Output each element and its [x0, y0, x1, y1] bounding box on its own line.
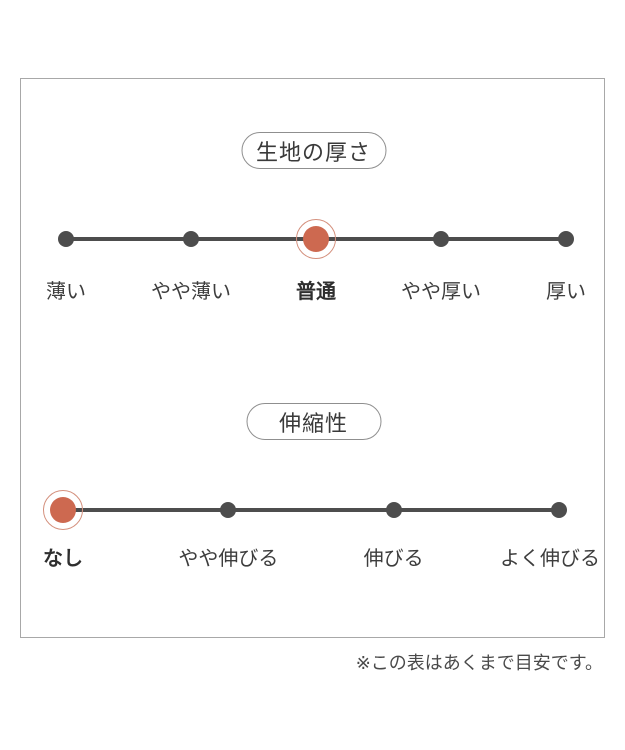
fabric-thickness-title-pill: 生地の厚さ [240, 132, 387, 169]
category-label: やや厚い [401, 279, 481, 303]
category-label: やや薄い [151, 279, 231, 303]
disclaimer-note: ※この表はあくまで目安です。 [355, 653, 603, 674]
selected-marker-dot [50, 497, 76, 523]
marker-dot [551, 502, 567, 518]
fabric-thickness-title: 生地の厚さ [255, 140, 372, 166]
selected-category-label: なし [43, 546, 83, 570]
stretchiness-title: 伸縮性 [278, 411, 348, 437]
marker-dot [558, 231, 574, 247]
fabric-thickness-scale: 生地の厚さ 薄い やや薄い 普通 やや厚い 厚い [21, 132, 606, 310]
selected-marker-dot [303, 226, 329, 252]
selected-category-label: 普通 [296, 279, 336, 303]
marker-dot [58, 231, 74, 247]
fabric-thickness-labels: 薄い やや薄い 普通 やや厚い 厚い [46, 279, 586, 305]
chart-frame: 生地の厚さ 薄い やや薄い 普通 やや厚い 厚い 伸縮性 なし やや伸びる 伸びる よく伸びる [20, 78, 605, 638]
marker-dot [433, 231, 449, 247]
category-label: 伸びる [363, 546, 424, 570]
marker-dot [183, 231, 199, 247]
category-label: やや伸びる [178, 546, 279, 570]
fabric-thickness-track [58, 226, 574, 252]
marker-dot [220, 502, 237, 518]
marker-dot [385, 502, 402, 518]
stretchiness-labels: なし やや伸びる 伸びる よく伸びる [43, 546, 600, 572]
stretchiness-scale: 伸縮性 なし やや伸びる 伸びる よく伸びる [21, 403, 606, 581]
stretchiness-track [50, 497, 567, 523]
category-label: 厚い [546, 279, 586, 303]
category-label: 薄い [46, 279, 86, 303]
stretchiness-title-pill: 伸縮性 [246, 403, 381, 440]
category-label: よく伸びる [500, 546, 600, 570]
